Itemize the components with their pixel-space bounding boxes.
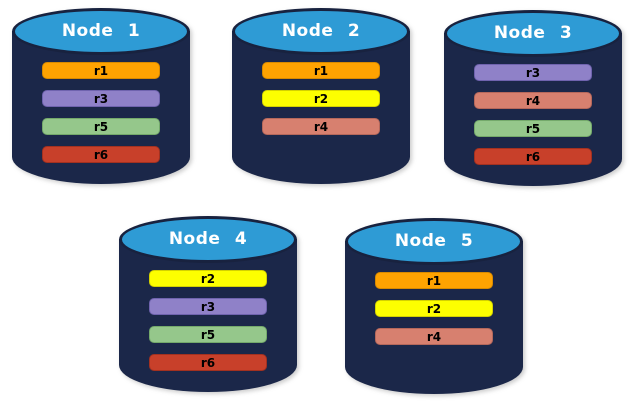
replica-r4-bar: r4: [375, 328, 493, 345]
replica-list: r2 r3 r5 r6: [149, 270, 267, 371]
replica-list: r1 r2 r4: [375, 272, 493, 345]
cylinder-body: [232, 31, 410, 184]
replica-r5-bar: r5: [42, 118, 160, 135]
replica-r3-bar: r3: [42, 90, 160, 107]
cylinder-top-ellipse: Node 1: [12, 8, 190, 55]
node-title: Node 1: [61, 20, 141, 41]
node-2-cylinder: Node 2 r1 r2 r4: [232, 8, 410, 184]
cylinder-body: [345, 241, 523, 394]
replica-r2-bar: r2: [262, 90, 380, 107]
node-title: Node 5: [394, 230, 474, 251]
node-title: Node 4: [168, 228, 248, 249]
replica-r1-bar: r1: [262, 62, 380, 79]
node-3-cylinder: Node 3 r3 r4 r5 r6: [444, 10, 622, 186]
replica-r3-bar: r3: [149, 298, 267, 315]
replica-r1-bar: r1: [42, 62, 160, 79]
cylinder-top-ellipse: Node 4: [119, 216, 297, 263]
replica-r6-bar: r6: [149, 354, 267, 371]
replica-r5-bar: r5: [149, 326, 267, 343]
node-5-cylinder: Node 5 r1 r2 r4: [345, 218, 523, 394]
replica-list: r1 r3 r5 r6: [42, 62, 160, 163]
cylinder-top-ellipse: Node 3: [444, 10, 622, 57]
node-title: Node 2: [281, 20, 361, 41]
replica-r6-bar: r6: [42, 146, 160, 163]
replica-r3-bar: r3: [474, 64, 592, 81]
replica-r4-bar: r4: [262, 118, 380, 135]
replica-r4-bar: r4: [474, 92, 592, 109]
replica-r5-bar: r5: [474, 120, 592, 137]
node-title: Node 3: [493, 22, 573, 43]
replica-r6-bar: r6: [474, 148, 592, 165]
cylinder-top-ellipse: Node 2: [232, 8, 410, 55]
cylinder-top-ellipse: Node 5: [345, 218, 523, 265]
node-1-cylinder: Node 1 r1 r3 r5 r6: [12, 8, 190, 184]
replica-list: r3 r4 r5 r6: [474, 64, 592, 165]
node-4-cylinder: Node 4 r2 r3 r5 r6: [119, 216, 297, 392]
replica-r2-bar: r2: [375, 300, 493, 317]
replica-r2-bar: r2: [149, 270, 267, 287]
replica-r1-bar: r1: [375, 272, 493, 289]
replica-list: r1 r2 r4: [262, 62, 380, 135]
